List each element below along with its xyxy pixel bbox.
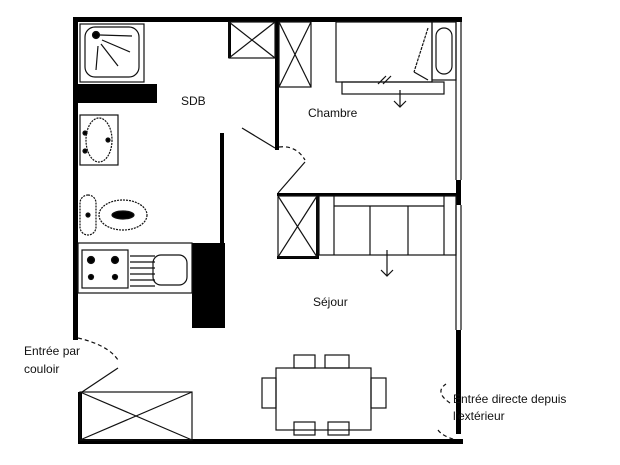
chair xyxy=(324,354,350,369)
right-wall-segment xyxy=(456,180,461,205)
toilet xyxy=(79,194,148,236)
sofa-bed xyxy=(318,195,457,277)
shower-wall-block xyxy=(78,84,157,103)
window xyxy=(455,205,462,330)
corridor-entrance-label-line2: couloir xyxy=(24,362,60,376)
left-wall xyxy=(73,17,78,340)
dining-table xyxy=(261,354,387,436)
nightstand xyxy=(431,21,457,81)
bottom-wall xyxy=(78,439,463,444)
exterior-entrance-label-line1: Entrée directe depuis xyxy=(453,392,567,406)
bedroom-door xyxy=(277,146,306,194)
washbasin xyxy=(79,114,119,166)
kitchen-counter xyxy=(77,242,193,294)
bedroom-partition xyxy=(275,22,279,150)
closet xyxy=(228,21,276,59)
corridor-entrance-door xyxy=(77,337,119,393)
foldable-bed xyxy=(335,21,445,108)
room-label-chambre: Chambre xyxy=(308,106,358,120)
chair xyxy=(293,421,316,436)
closet xyxy=(278,21,312,88)
chair xyxy=(293,354,316,369)
walls xyxy=(73,17,463,444)
bathroom-door xyxy=(241,127,276,149)
shower xyxy=(79,23,145,83)
right-wall-segment xyxy=(456,330,461,434)
kitchen-wall-block xyxy=(192,243,225,328)
exterior-entrance-door xyxy=(437,383,457,441)
bathroom-partition xyxy=(220,133,224,243)
corridor-entrance-label-line1: Entrée par xyxy=(24,344,81,358)
chair xyxy=(370,377,387,409)
bedroom-living-wall xyxy=(277,193,456,196)
chair xyxy=(327,421,350,436)
closet xyxy=(79,391,193,441)
top-wall xyxy=(73,17,462,22)
chair xyxy=(261,377,277,409)
room-label-sejour: Séjour xyxy=(313,295,348,309)
closet xyxy=(277,195,318,258)
window xyxy=(455,22,462,180)
exterior-entrance-label-line2: l'extérieur xyxy=(453,409,505,423)
room-label-sdb: SDB xyxy=(181,94,206,108)
